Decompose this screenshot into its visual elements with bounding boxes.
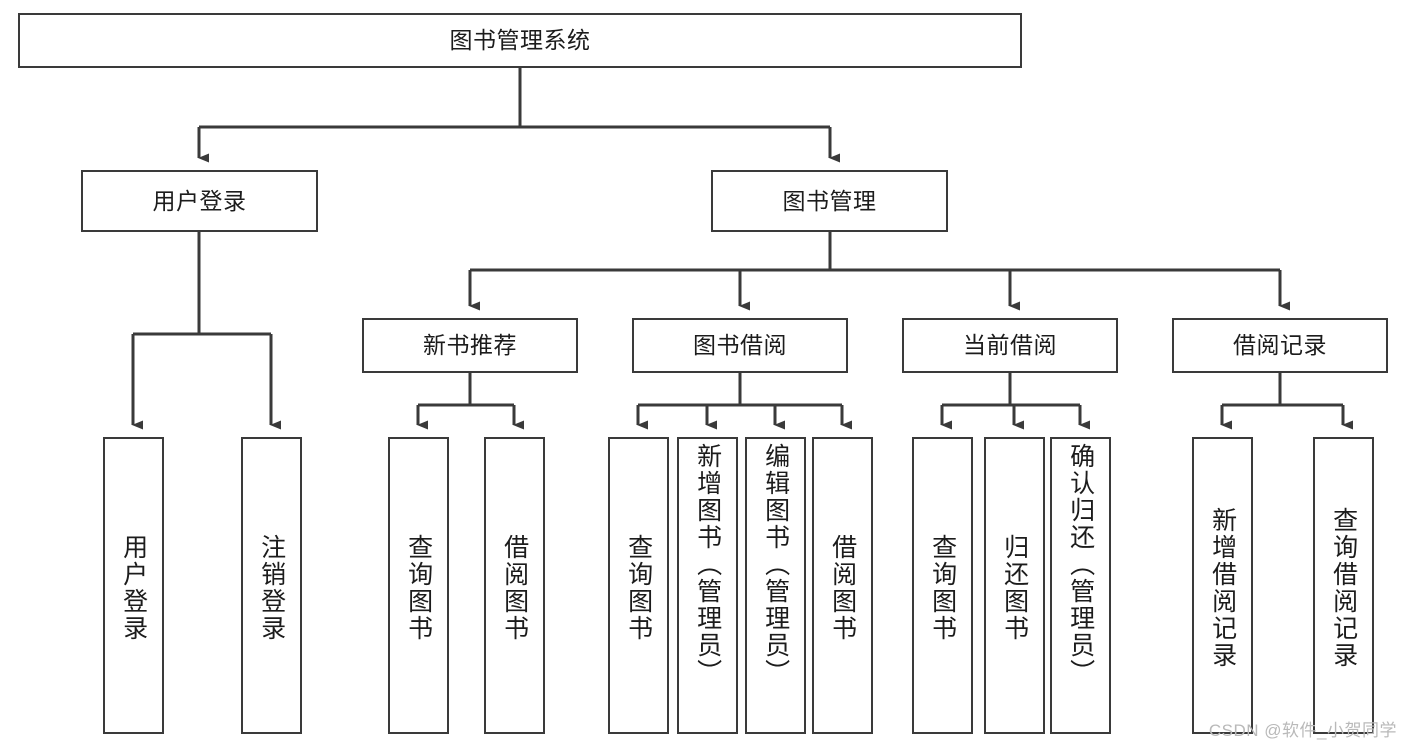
node-label: 图书管理 [782, 187, 877, 214]
node-root-book-management-system[interactable]: 图书管理系统 [18, 13, 1022, 68]
node-leaf-borrow-book-recommend[interactable]: 借阅图书 [484, 437, 545, 734]
node-label: 图书管理系统 [449, 27, 591, 54]
connector-userlogin-to-leaves [131, 232, 281, 430]
connector-root-to-level2 [197, 68, 840, 163]
node-label: 当前借阅 [963, 332, 1057, 359]
node-leaf-query-borrow-record[interactable]: 查询借阅记录 [1313, 437, 1374, 734]
node-label: 新书推荐 [423, 332, 517, 359]
node-user-login[interactable]: 用户登录 [81, 170, 318, 232]
node-label: 新增图书（管理员） [693, 443, 722, 686]
node-leaf-add-book-admin[interactable]: 新增图书（管理员） [677, 437, 738, 734]
node-current-borrow[interactable]: 当前借阅 [902, 318, 1118, 373]
node-leaf-confirm-return-admin[interactable]: 确认归还（管理员） [1050, 437, 1111, 734]
csdn-watermark: CSDN @软件_小贺同学 [1208, 721, 1397, 740]
node-label: 查询图书 [928, 533, 957, 642]
node-leaf-add-borrow-record[interactable]: 新增借阅记录 [1192, 437, 1253, 734]
node-book-borrow[interactable]: 图书借阅 [632, 318, 848, 373]
node-leaf-user-login[interactable]: 用户登录 [103, 437, 164, 734]
node-new-book-recommend[interactable]: 新书推荐 [362, 318, 578, 373]
node-label: 编辑图书（管理员） [761, 443, 790, 686]
node-label: 归还图书 [1000, 533, 1029, 642]
node-leaf-edit-book-admin[interactable]: 编辑图书（管理员） [745, 437, 806, 734]
node-label: 查询借阅记录 [1329, 506, 1358, 669]
node-label: 确认归还（管理员） [1066, 443, 1095, 686]
node-book-management[interactable]: 图书管理 [711, 170, 948, 232]
connector-borrowrecord-to-leaves [1220, 373, 1353, 430]
node-label: 查询图书 [624, 533, 653, 642]
node-label: 新增借阅记录 [1208, 506, 1237, 669]
connector-newbook-to-leaves [416, 373, 524, 430]
node-label: 注销登录 [257, 533, 286, 642]
node-label: 借阅图书 [828, 533, 857, 642]
node-borrow-record[interactable]: 借阅记录 [1172, 318, 1388, 373]
connector-bookmanage-to-level3 [468, 232, 1290, 311]
node-leaf-query-book-current[interactable]: 查询图书 [912, 437, 973, 734]
node-leaf-return-book[interactable]: 归还图书 [984, 437, 1045, 734]
node-leaf-borrow-book-borrow[interactable]: 借阅图书 [812, 437, 873, 734]
node-label: 查询图书 [404, 533, 433, 642]
connector-bookborrow-to-leaves [636, 373, 852, 430]
node-label: 用户登录 [152, 187, 247, 214]
node-leaf-query-book-recommend[interactable]: 查询图书 [388, 437, 449, 734]
node-label: 图书借阅 [693, 332, 787, 359]
node-label: 借阅图书 [500, 533, 529, 642]
node-leaf-query-book-borrow[interactable]: 查询图书 [608, 437, 669, 734]
node-label: 借阅记录 [1233, 332, 1327, 359]
node-label: 用户登录 [119, 533, 148, 642]
connector-currentborrow-to-leaves [940, 373, 1090, 430]
node-leaf-user-logout[interactable]: 注销登录 [241, 437, 302, 734]
